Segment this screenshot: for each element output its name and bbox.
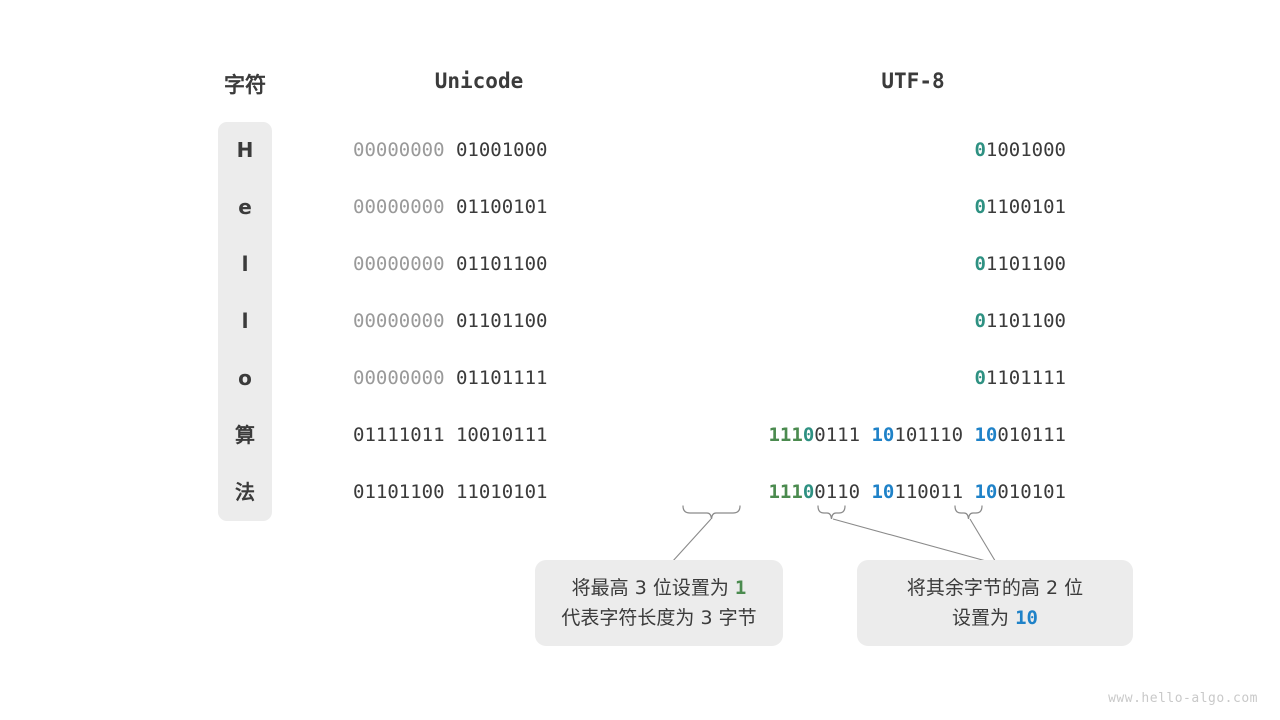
unicode-low-byte: 01101100 [444, 310, 548, 332]
column-header-utf8: UTF-8 [881, 69, 945, 93]
unicode-cell: 00000000 01101100 [353, 252, 605, 276]
utf8-cell: 01001000 [974, 138, 1066, 162]
utf8-byte-prefix: 10 [974, 481, 998, 503]
unicode-cell: 00000000 01100101 [353, 195, 605, 219]
callout-right-line-1: 将其余字节的高 2 位 [906, 577, 1084, 599]
utf8-byte-prefix: 0 [974, 196, 986, 218]
callout-right-keyword: 10 [1015, 607, 1038, 629]
unicode-high-byte: 01111011 [353, 424, 445, 446]
unicode-high-byte: 00000000 [353, 139, 445, 161]
character-cell: H [236, 138, 254, 162]
utf8-cell: 01101100 [974, 252, 1066, 276]
utf8-cell: 11100111 10101110 10010111 [768, 423, 1066, 447]
utf8-byte-payload: 101110 [894, 424, 964, 446]
callout-left-keyword: 1 [734, 577, 747, 599]
callout-left-line-1-text: 将最高 3 位设置为 [571, 577, 735, 599]
unicode-low-byte: 01101111 [444, 367, 548, 389]
utf8-byte-payload: 0111 [814, 424, 861, 446]
character-cell: l [241, 252, 249, 276]
utf8-byte-payload: 1101111 [985, 367, 1066, 389]
utf8-byte-prefix: 0 [974, 253, 986, 275]
utf8-byte-prefix: 0 [974, 139, 986, 161]
utf8-cell: 11100110 10110011 10010101 [768, 480, 1066, 504]
watermark: www.hello-algo.com [1108, 691, 1258, 706]
character-column-pill [218, 122, 272, 521]
unicode-low-byte: 10010111 [444, 424, 548, 446]
column-header-character: 字符 [224, 73, 266, 97]
utf8-byte-payload: 0110 [814, 481, 861, 503]
unicode-high-byte: 00000000 [353, 196, 445, 218]
unicode-low-byte: 01100101 [444, 196, 548, 218]
callout-left-line-1: 将最高 3 位设置为 1 [572, 573, 747, 603]
unicode-cell: 00000000 01101111 [353, 366, 605, 390]
unicode-high-byte: 00000000 [353, 253, 445, 275]
utf8-byte-payload: 010111 [997, 424, 1066, 446]
byte-separator [860, 424, 871, 446]
character-cell: 算 [235, 423, 255, 447]
unicode-high-byte: 01101100 [353, 481, 445, 503]
character-cell: l [241, 309, 249, 333]
character-cell: o [238, 366, 252, 390]
utf8-cell: 01100101 [974, 195, 1066, 219]
byte-separator [860, 481, 871, 503]
utf8-byte-prefix-terminator: 0 [802, 481, 815, 503]
callout-right-line-2-text: 设置为 [952, 607, 1016, 629]
utf8-byte-prefix: 0 [974, 310, 986, 332]
unicode-low-byte: 11010101 [444, 481, 548, 503]
utf8-byte-prefix: 111 [768, 481, 803, 503]
utf8-byte-prefix-terminator: 0 [802, 424, 815, 446]
utf8-byte-prefix: 10 [974, 424, 998, 446]
byte-separator [963, 424, 974, 446]
character-cell: e [238, 195, 252, 219]
callout-right-line-2: 设置为 10 [952, 603, 1038, 633]
utf8-byte-prefix: 10 [871, 424, 895, 446]
unicode-high-byte: 00000000 [353, 367, 445, 389]
unicode-low-byte: 01101100 [444, 253, 548, 275]
utf8-byte-payload: 110011 [894, 481, 964, 503]
utf8-byte-payload: 1101100 [985, 310, 1066, 332]
unicode-high-byte: 00000000 [353, 310, 445, 332]
unicode-cell: 00000000 01001000 [353, 138, 605, 162]
callout-continuation-byte: 将其余字节的高 2 位 设置为 10 [857, 560, 1133, 646]
utf8-byte-payload: 1100101 [985, 196, 1066, 218]
unicode-low-byte: 01001000 [444, 139, 548, 161]
utf8-byte-prefix: 111 [768, 424, 803, 446]
column-header-unicode: Unicode [434, 69, 524, 93]
unicode-cell: 01101100 11010101 [353, 480, 605, 504]
character-cell: 法 [235, 480, 255, 504]
byte-separator [963, 481, 974, 503]
utf8-byte-prefix: 10 [871, 481, 895, 503]
utf8-cell: 01101111 [974, 366, 1066, 390]
unicode-cell: 00000000 01101100 [353, 309, 605, 333]
callout-left-line-2: 代表字符长度为 3 字节 [561, 607, 757, 629]
unicode-cell: 01111011 10010111 [353, 423, 605, 447]
callout-leading-byte: 将最高 3 位设置为 1 代表字符长度为 3 字节 [535, 560, 783, 646]
utf8-byte-payload: 1001000 [985, 139, 1066, 161]
utf8-byte-prefix: 0 [974, 367, 986, 389]
utf8-byte-payload: 1101100 [985, 253, 1066, 275]
utf8-cell: 01101100 [974, 309, 1066, 333]
utf8-byte-payload: 010101 [997, 481, 1066, 503]
